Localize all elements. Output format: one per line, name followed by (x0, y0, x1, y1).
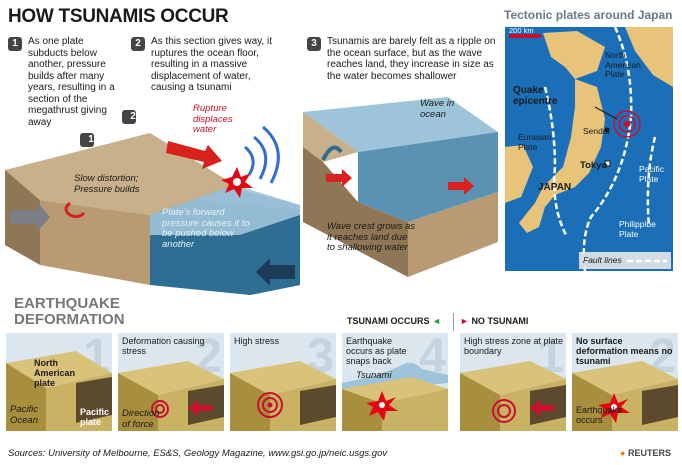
label-slow-distortion: Slow distortion; Pressure builds (74, 173, 140, 195)
legend-occurs-label: TSUNAMI OCCURS (347, 316, 430, 326)
step-1-text: As one plate subducts below another, pre… (28, 36, 115, 128)
tokyo-label: Tokyo (580, 160, 608, 171)
pacific-label: Pacific Plate (639, 164, 665, 184)
ocean-surface (303, 97, 498, 152)
fault-legend-label: Fault lines (583, 255, 622, 265)
step-3-text: Tsunamis are barely felt as a ripple on … (327, 36, 496, 82)
sendai-label: Sendai (583, 126, 610, 136)
panel-6-caption: No surface deformation means no tsunami (576, 336, 673, 366)
label-forward-pressure: Plate's forward pressure causes it to be… (162, 207, 250, 250)
source-text: Sources: University of Melbourne, ES&S, … (8, 448, 388, 459)
panel-1-label-ocean: Pacific Ocean (10, 404, 38, 426)
panel-4-caption: Earthquake occurs as plate snaps back (346, 336, 407, 366)
japan-label: JAPAN (538, 182, 572, 193)
high-stress-icon (257, 392, 283, 418)
land-block-front (40, 200, 150, 285)
green-arrow-icon: ◄ (432, 316, 441, 326)
wave-diagram (303, 97, 498, 277)
quake-label: Quake epicentre (513, 85, 558, 107)
deformation-title-line1: EARTHQUAKE (14, 295, 120, 312)
pressure-arrow-icon (64, 201, 86, 219)
stress-rings-icon (151, 400, 169, 418)
red-arrow-icon: ► (460, 316, 469, 326)
step-2-badge: 2 (131, 37, 145, 51)
north-american-label: North American Plate (605, 50, 641, 79)
panel-4-label-tsunami: Tsunami (356, 370, 392, 381)
fault-line (582, 27, 633, 271)
label-wave-crest: Wave crest grows as it reaches land due … (327, 221, 415, 253)
legend-no-label: NO TSUNAMI (471, 316, 529, 326)
panel-2-label-force: Direction of force (122, 408, 160, 430)
label-wave-in-ocean: Wave in ocean (420, 98, 455, 120)
step-3-badge: 3 (307, 37, 321, 51)
panel-6-label-quake: Earthquake occurs (576, 405, 623, 425)
reuters-logo-icon: ● (620, 448, 626, 458)
legend-tsunami-occurs: TSUNAMI OCCURS ◄ (347, 316, 441, 326)
reuters-label: REUTERS (627, 448, 671, 458)
panel-1-label-plate: North American plate (34, 358, 76, 388)
wave-crest-icon (321, 145, 343, 161)
deform-panel-1: 1 North American plate Pacific Ocean Pac… (6, 333, 112, 431)
deform-panel-2: 2 Deformation causing stress Direction o… (118, 333, 224, 431)
deformation-title: EARTHQUAKE DEFORMATION (14, 296, 125, 328)
panel-2-caption: Deformation causing stress (122, 336, 205, 356)
arrow-right-icon (256, 258, 295, 286)
marker-2: 2 (130, 111, 136, 122)
epicentre-icon (613, 110, 641, 138)
philippine-label: Philippine Plate (619, 219, 656, 239)
deform-panel-6: 2 No surface deformation means no tsunam… (572, 333, 678, 431)
eurasian-label: Eurasian Plate (518, 132, 552, 152)
hokkaido-landmass (543, 31, 605, 79)
label-rupture: Rupture displaces water (193, 103, 233, 135)
step-2-text: As this section gives way, it ruptures t… (151, 36, 272, 93)
marker-1: 1 (88, 134, 94, 145)
deformation-title-line2: DEFORMATION (14, 311, 125, 328)
honshu-landmass (535, 79, 605, 207)
reuters-credit: ● REUTERS (620, 448, 671, 458)
arrow-left-icon (10, 203, 50, 231)
panel-5-caption: High stress zone at plate boundary (464, 336, 564, 356)
scale-label: 200 km (509, 27, 534, 35)
subduction-diagram (5, 110, 300, 295)
rupture-arrow-icon (166, 141, 222, 169)
map-title: Tectonic plates around Japan (504, 8, 673, 22)
legend-no-tsunami: ► NO TSUNAMI (460, 316, 528, 326)
stress-zone-icon (492, 399, 516, 423)
japan-map: 200 km Quake epicentre North American Pl… (505, 27, 673, 271)
wave-arc-icon (243, 145, 255, 176)
deform-panel-4: 4 Earthquake occurs as plate snaps back … (342, 333, 448, 431)
deform-panel-3: 3 High stress (230, 333, 336, 431)
legend-divider (453, 313, 454, 331)
page-title: HOW TSUNAMIS OCCUR (8, 6, 229, 27)
panel-3-caption: High stress (234, 336, 280, 346)
step-1-badge: 1 (8, 37, 22, 51)
panel-1-label-pacific: Pacific plate (80, 407, 110, 427)
deform-panel-5: 1 High stress zone at plate boundary (460, 333, 566, 431)
